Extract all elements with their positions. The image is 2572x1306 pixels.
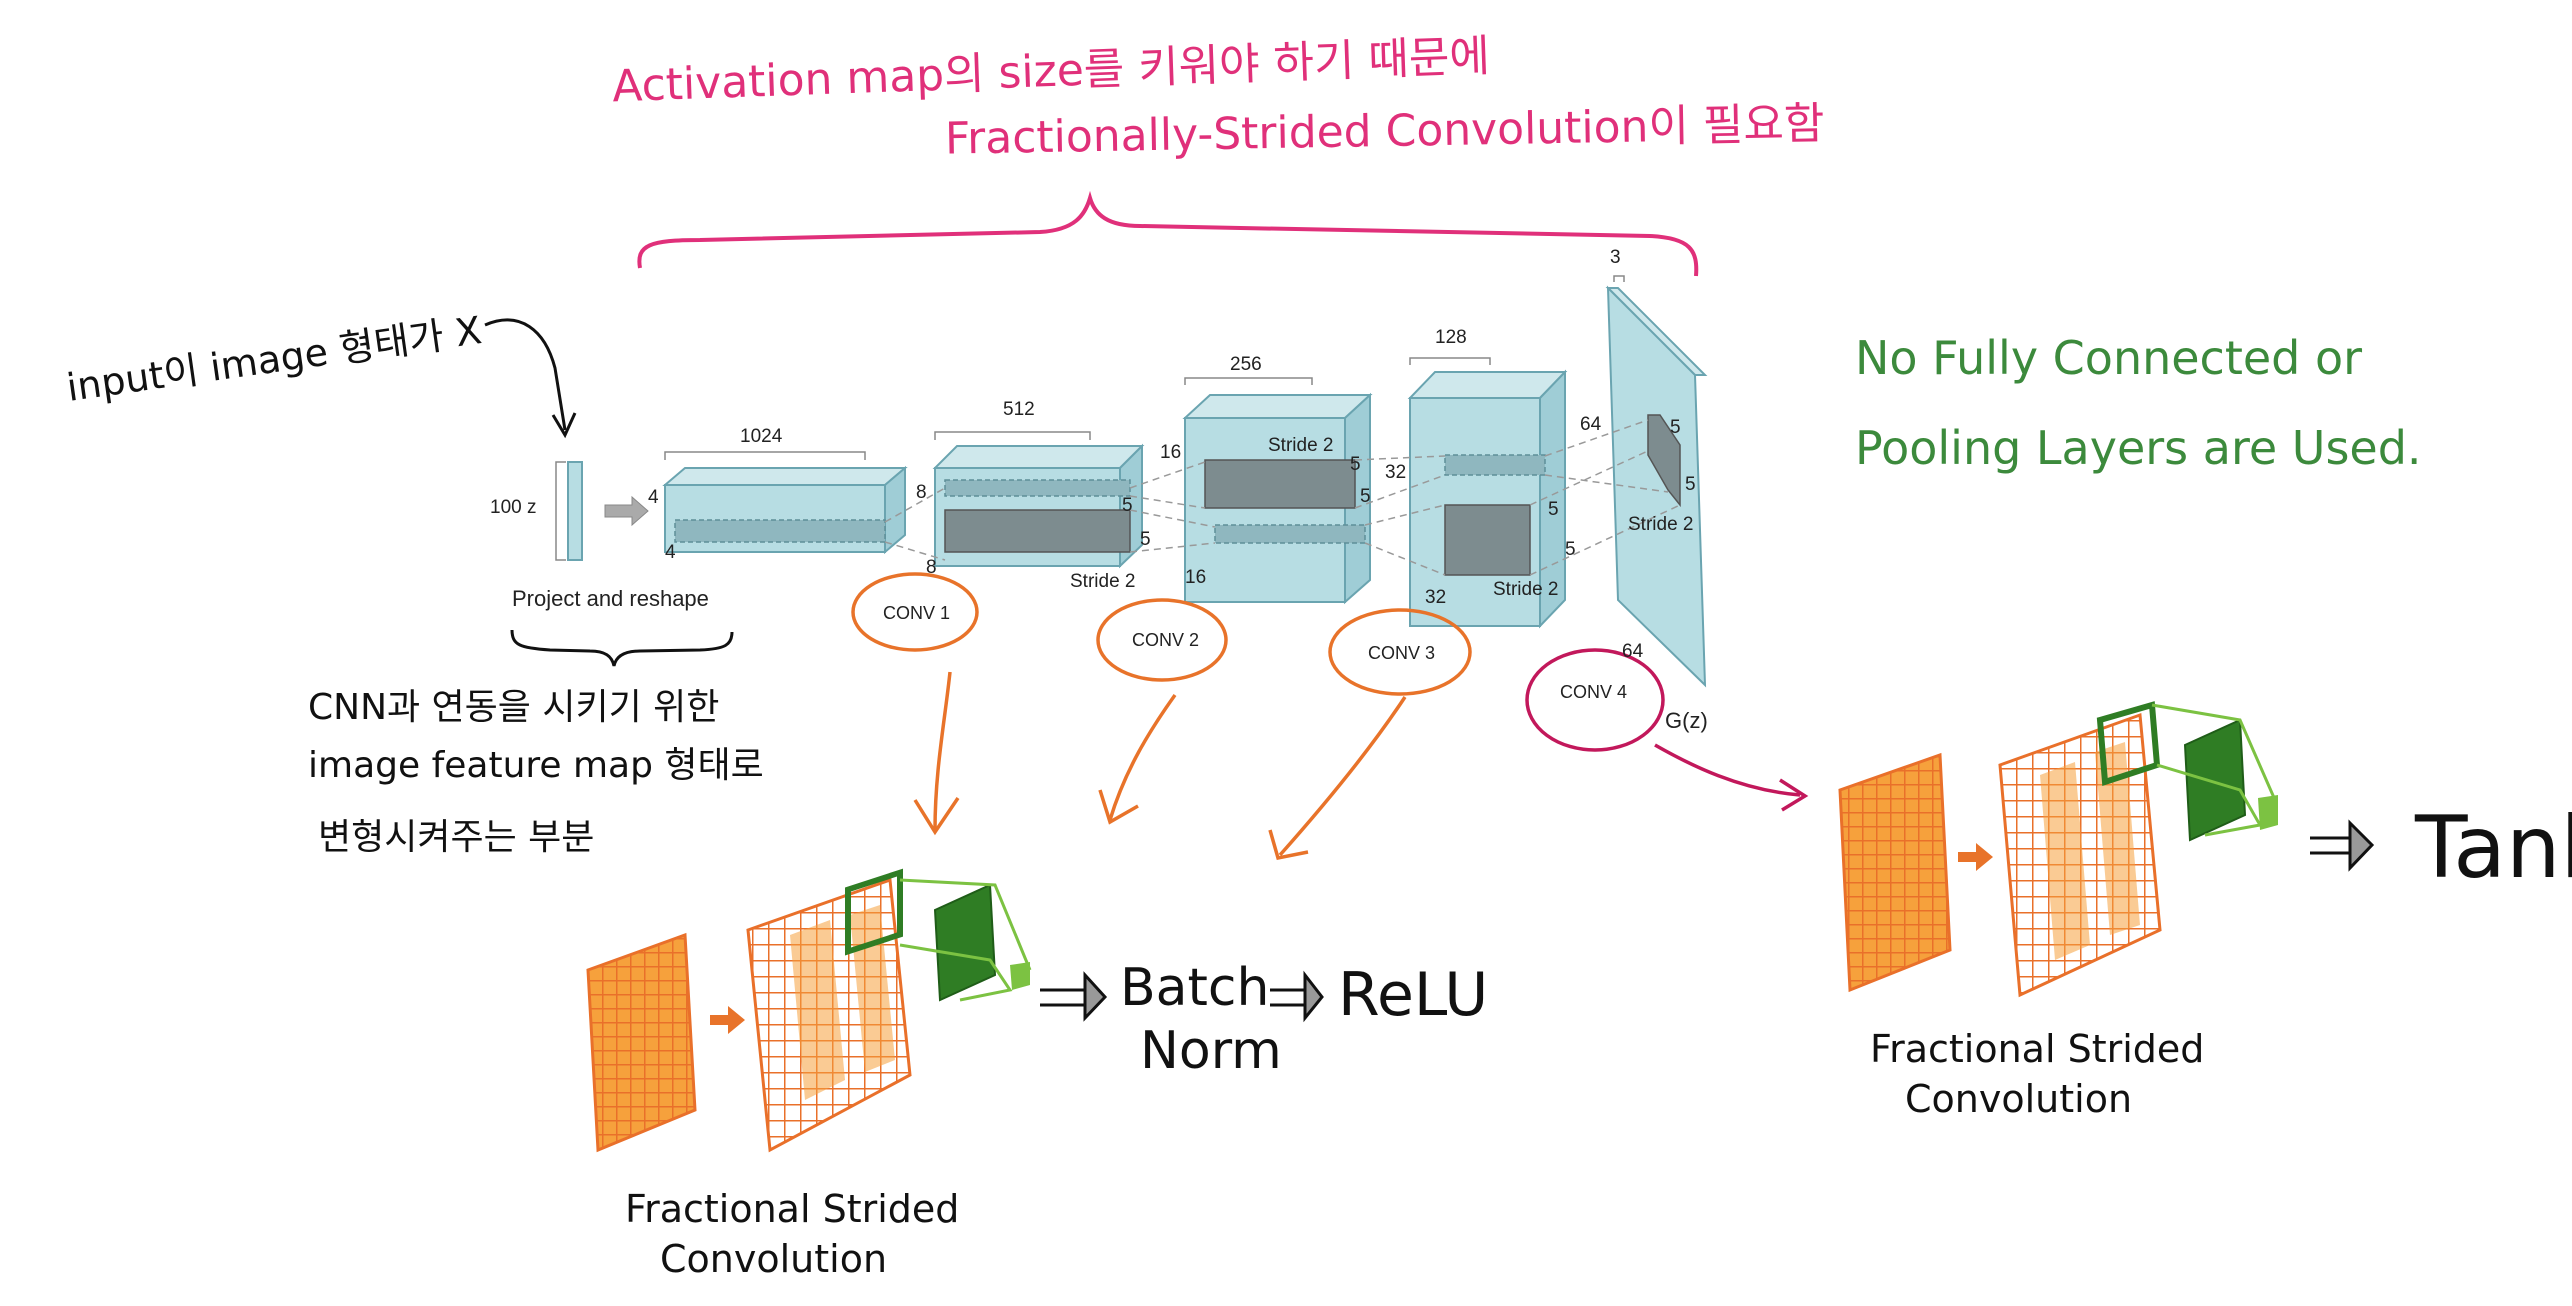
- block-512: [932, 431, 1145, 569]
- dim-4b: 4: [665, 542, 676, 563]
- green-note-line1: No Fully Connected or: [1855, 331, 2363, 385]
- stride-label-1: Stride 2: [1070, 571, 1136, 592]
- kernel-5h: 5: [1685, 474, 1696, 495]
- relu-label: ReLU: [1338, 960, 1489, 1030]
- stride-label-2: Stride 2: [1268, 435, 1334, 456]
- project-label: Project and reshape: [512, 586, 709, 611]
- kernel-5f: 5: [1565, 539, 1576, 560]
- dim-128: 128: [1435, 327, 1467, 348]
- orange-arrows: [913, 671, 1407, 861]
- input-vector: [567, 461, 583, 561]
- conv2-label: CONV 2: [1132, 630, 1200, 650]
- kernel-5c: 5: [1350, 454, 1361, 475]
- conv4-ellipse: [1525, 648, 1665, 752]
- dim-8a: 8: [916, 482, 927, 503]
- kernel-5a: 5: [1122, 495, 1133, 516]
- conv4-label: CONV 4: [1560, 682, 1628, 702]
- block-output: [1605, 275, 1708, 688]
- kernel-5g: 5: [1670, 417, 1681, 438]
- dim-3: 3: [1610, 247, 1621, 268]
- kernel-5d: 5: [1360, 486, 1371, 507]
- conv1-label: CONV 1: [883, 603, 951, 623]
- input-arrow: [484, 318, 567, 431]
- stride-label-3: Stride 2: [1493, 579, 1559, 600]
- dim-256: 256: [1230, 354, 1262, 375]
- green-note-line2: Pooling Layers are Used.: [1855, 421, 2422, 475]
- right-caption-line1: Fractional Strided: [1870, 1027, 2205, 1071]
- dim-64a: 64: [1580, 414, 1602, 435]
- dim-16a: 16: [1160, 442, 1182, 463]
- norm-label: Norm: [1140, 1021, 1282, 1081]
- conv1-ellipse: [851, 572, 979, 652]
- block-128: [1407, 357, 1568, 629]
- input-label: 100 z: [490, 497, 537, 518]
- dim-32a: 32: [1385, 462, 1407, 483]
- left-caption-line2: Convolution: [660, 1237, 888, 1281]
- fractional-conv-illustration-right: [1838, 701, 2278, 998]
- conv4-arrow: [1654, 743, 1801, 797]
- fractional-conv-illustration-left: [586, 868, 1032, 1153]
- output-label: G(z): [1665, 708, 1708, 733]
- tanh-label: Tanh: [2415, 798, 2572, 898]
- left-caption-line1: Fractional Strided: [625, 1187, 960, 1231]
- dim-16b: 16: [1185, 567, 1207, 588]
- connection-lines: [884, 419, 1681, 576]
- cnn-note-line3: 변형시켜주는 부분: [318, 817, 595, 858]
- conv3-label: CONV 3: [1368, 643, 1436, 663]
- conv2-ellipse: [1096, 598, 1228, 682]
- cnn-note-line2: image feature map 형태로: [308, 745, 764, 786]
- block-256: [1182, 377, 1373, 605]
- conv3-ellipse: [1328, 608, 1472, 696]
- left-flow-arrows: [1040, 970, 1324, 1023]
- right-flow-arrow: [2310, 819, 2375, 872]
- top-brace: [637, 190, 1699, 277]
- batch-label: Batch: [1120, 958, 1270, 1018]
- kernel-5b: 5: [1140, 529, 1151, 550]
- dim-64b: 64: [1622, 641, 1644, 662]
- kernel-5e: 5: [1548, 499, 1559, 520]
- cnn-note-line1: CNN과 연동을 시키기 위한: [308, 687, 720, 728]
- dim-4a: 4: [648, 487, 659, 508]
- dim-512: 512: [1003, 399, 1035, 420]
- project-arrow: [604, 495, 649, 527]
- project-brace: [510, 629, 734, 667]
- stride-label-4: Stride 2: [1628, 514, 1694, 535]
- dim-1024: 1024: [740, 426, 783, 447]
- block-1024: [662, 451, 908, 555]
- dim-32b: 32: [1425, 587, 1447, 608]
- right-caption-line2: Convolution: [1905, 1077, 2133, 1121]
- dim-8b: 8: [926, 557, 937, 578]
